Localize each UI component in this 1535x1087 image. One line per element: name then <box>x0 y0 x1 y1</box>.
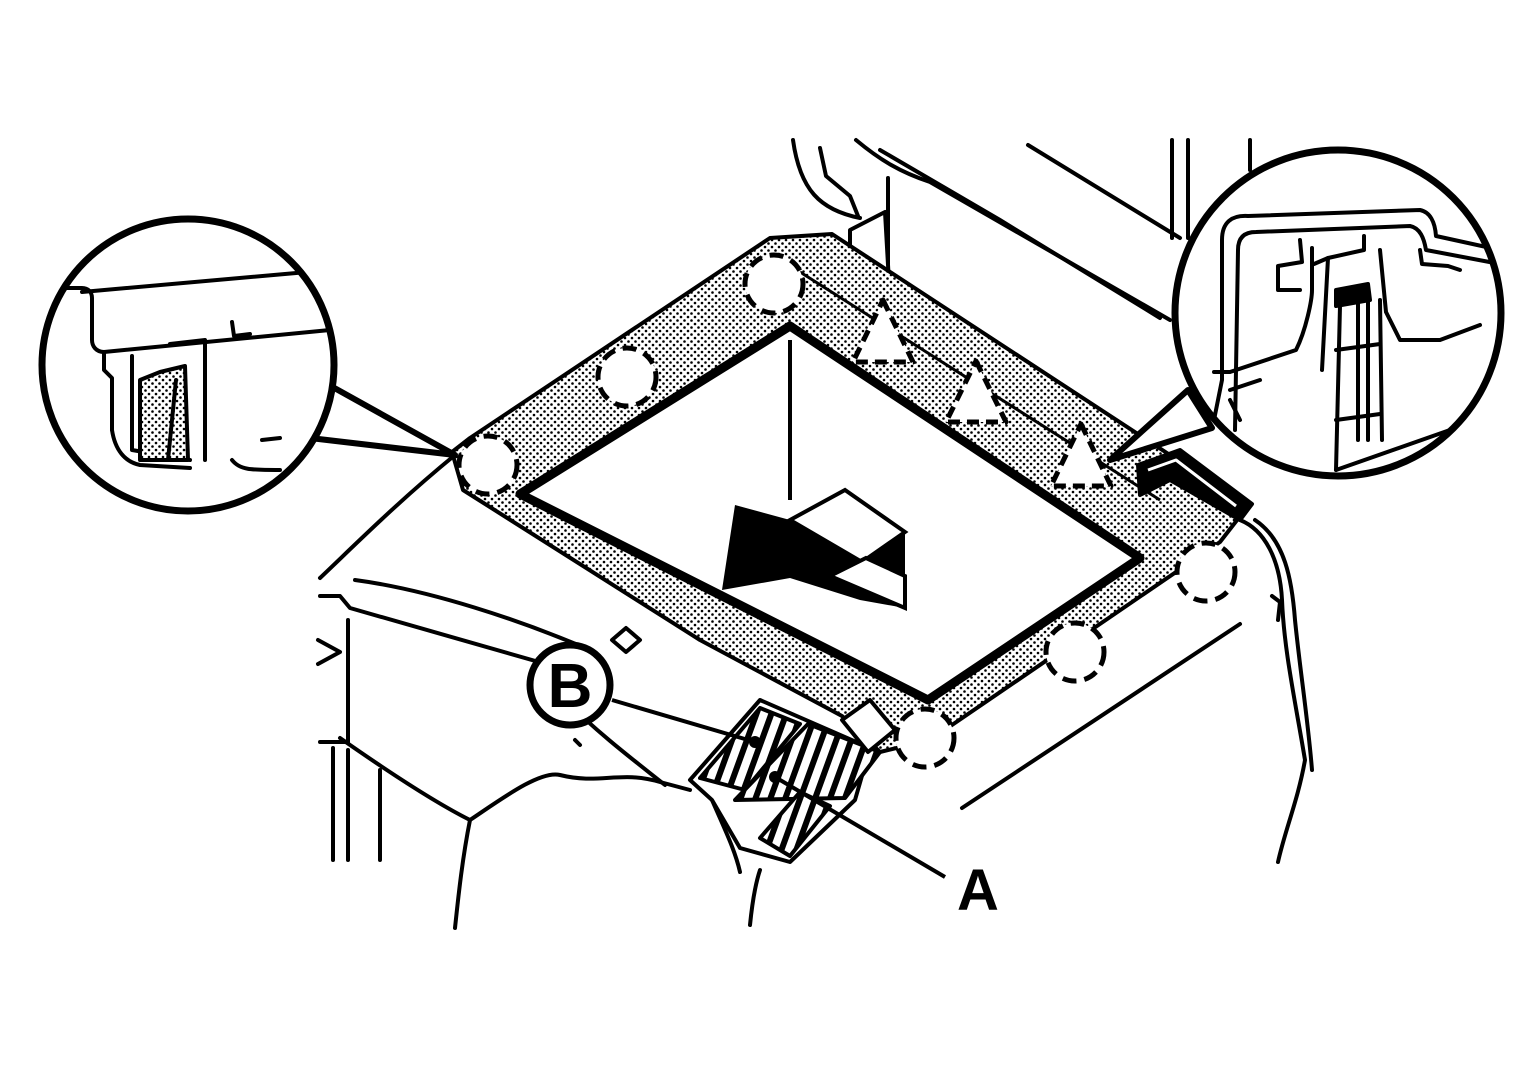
callout-b-label: B <box>548 652 593 721</box>
callout-a-label: A <box>957 858 999 923</box>
clip-detail-right <box>1107 146 1505 480</box>
fastener-bracket <box>688 698 897 864</box>
callout-b: B <box>526 641 761 748</box>
callout-a: A <box>769 771 999 923</box>
circle-clip-markers <box>456 252 1238 770</box>
clip-circle-icon <box>456 433 520 497</box>
clip-triangle-icon <box>850 297 916 365</box>
triangle-clip-markers <box>850 297 1114 489</box>
clip-detail-left <box>38 215 458 515</box>
clip-circle-icon <box>893 706 957 770</box>
clip-triangle-icon <box>1048 421 1114 489</box>
clip-circle-icon <box>1043 620 1107 684</box>
callout-b-circle <box>526 641 614 729</box>
retainer-tab-right <box>1136 448 1254 522</box>
removal-direction-arrow <box>722 340 909 612</box>
clip-triangle-icon <box>943 358 1009 425</box>
clip-circle-icon <box>742 252 806 316</box>
clip-circle-icon <box>595 345 659 409</box>
clip-circle-icon <box>1174 540 1238 604</box>
